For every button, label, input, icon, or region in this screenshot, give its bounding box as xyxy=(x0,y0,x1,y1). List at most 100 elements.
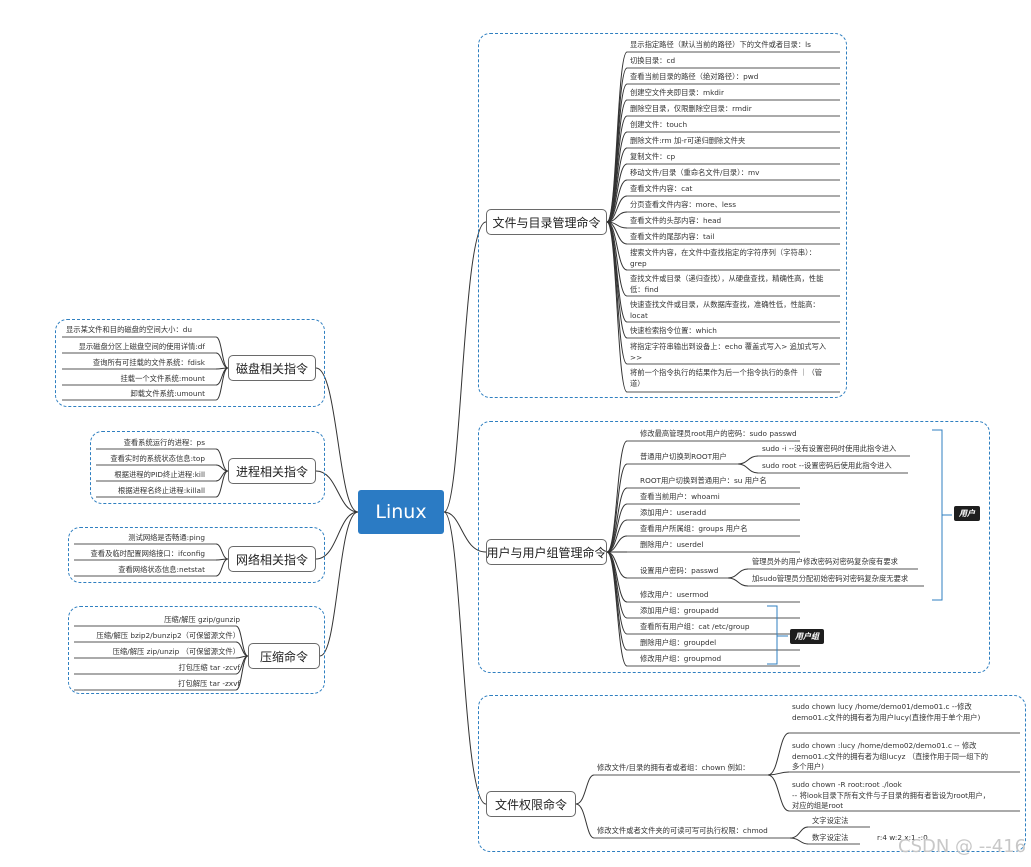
user-cmd-su: ROOT用户切换到普通用户：su 用户名 xyxy=(640,476,767,485)
frame-zip xyxy=(68,606,325,694)
file-cmd-find: 查找文件或目录（递归查找），从硬盘查找，精确性高，性能低：find xyxy=(630,274,824,294)
file-cmd-rm: 删除文件:rm 加-r可递归删除文件夹 xyxy=(630,136,746,145)
node-perm[interactable]: 文件权限命令 xyxy=(486,791,576,817)
file-cmd-grep: 搜索文件内容，在文件中查找指定的字符序列（字符串）：grep xyxy=(630,248,817,268)
edge-user-12 xyxy=(606,551,628,667)
root-node[interactable]: Linux xyxy=(358,490,444,534)
frame-perm xyxy=(478,695,1026,852)
edge-passwd-sudo xyxy=(727,577,749,587)
file-cmd-echo: 将指定字符串输出到设备上：echo 覆盖式写入> 追加式写入 >> xyxy=(630,342,827,362)
net-cmd-netstat: 查看网络状态信息:netstat xyxy=(118,565,205,574)
edge-root-user xyxy=(443,511,487,553)
file-cmd-cat: 查看文件内容：cat xyxy=(630,184,693,193)
perm-chmod-number-values: r:4 w:2 x:1 -:0 xyxy=(877,833,928,842)
file-cmd-more: 分页查看文件内容：more、less xyxy=(630,200,736,209)
file-cmd-locat: 快速查找文件或目录，从数据库查找，准确性低，性能高：locat xyxy=(630,300,820,320)
disk-cmd-du: 显示某文件和目的磁盘的空间大小：du xyxy=(66,325,193,334)
user-cmd-to-root: 普通用户切换到ROOT用户 xyxy=(640,452,727,461)
net-edge-2 xyxy=(215,558,229,577)
user-cmd-userdel: 删除用户：userdel xyxy=(640,540,704,549)
group-cmd-groupmod: 修改用户组：groupmod xyxy=(640,654,722,663)
user-cmd-sudo-passwd: 修改最高管理员root用户的密码：sudo passwd xyxy=(640,429,797,438)
edge-chmod-number xyxy=(789,837,809,845)
user-passwd-sudo: 加sudo管理员分配初始密码对密码复杂度无要求 xyxy=(752,574,909,583)
group-cmd-groupadd: 添加用户组：groupadd xyxy=(640,606,719,615)
perm-chmod-text: 文字设定法 xyxy=(812,816,849,825)
node-disk[interactable]: 磁盘相关指令 xyxy=(228,355,316,381)
file-cmd-pwd: 查看当前目录的路径（绝对路径）：pwd xyxy=(630,72,759,81)
zip-cmd-tar-zxvf: 打包解压 tar -zxvf xyxy=(178,679,240,688)
disk-cmd-mount: 挂载一个文件系统:mount xyxy=(120,374,205,383)
file-cmd-mv: 移动文件/目录（重命名文件/目录）：mv xyxy=(630,168,760,177)
edge-user-0 xyxy=(606,440,628,553)
disk-cmd-umount: 卸载文件系统:umount xyxy=(130,389,205,398)
user-switch-sudo-root: sudo root --设置密码后使用此指令进入 xyxy=(762,461,892,470)
node-file-dir[interactable]: 文件与目录管理命令 xyxy=(486,209,607,235)
watermark: CSDN @ --416 xyxy=(898,836,1027,857)
frame-user xyxy=(478,421,990,673)
tag-user: 用户 xyxy=(954,506,980,521)
perm-chown-example-group: sudo chown :lucy /home/demo02/demo01.c -… xyxy=(792,741,989,771)
frame-net xyxy=(68,527,325,583)
edge-chown-ex-1 xyxy=(767,771,790,776)
zip-cmd-tar-zcvf: 打包压缩 tar -zcvf xyxy=(178,663,240,672)
edge-root-left-0 xyxy=(315,367,359,513)
file-cmd-cp: 复制文件：cp xyxy=(630,152,676,161)
node-proc[interactable]: 进程相关指令 xyxy=(228,458,316,484)
edge-perm-chmod xyxy=(575,803,595,839)
file-cmd-pipe: 将前一个指令执行的结果作为后一个指令执行的条件 ｜（管道） xyxy=(630,368,823,388)
zip-cmd-zip: 压缩/解压 zip/unzip （可保留源文件） xyxy=(112,647,240,656)
proc-cmd-top: 查看实时的系统状态信息:top xyxy=(110,454,205,463)
tag-group: 用户组 xyxy=(790,629,824,644)
edge-file-18 xyxy=(606,221,628,393)
net-cmd-ifconfig: 查看及临时配置网络接口：ifconfig xyxy=(90,549,206,558)
net-cmd-ping: 测试网络是否畅通:ping xyxy=(128,533,205,542)
file-cmd-tail: 查看文件的尾部内容：tail xyxy=(630,232,715,241)
frame-proc xyxy=(90,431,325,504)
file-cmd-ls: 显示指定路径（默认当前的路径）下的文件或者目录：ls xyxy=(630,40,811,49)
edge-root-file-dir xyxy=(443,221,487,513)
file-cmd-head: 查看文件的头部内容：head xyxy=(630,216,722,225)
file-cmd-mkdir: 创建空文件夹即目录：mkdir xyxy=(630,88,724,97)
frame-file-dir xyxy=(478,33,847,398)
zip-cmd-bzip2: 压缩/解压 bzip2/bunzip2（可保留源文件） xyxy=(96,631,240,640)
node-zip[interactable]: 压缩命令 xyxy=(248,643,320,669)
perm-chmod-number: 数字设定法 xyxy=(812,833,849,842)
proc-edge-3 xyxy=(215,470,229,498)
edge-root-left-2 xyxy=(315,511,359,560)
file-cmd-which: 快速检索指令位置：which xyxy=(630,326,717,335)
user-cmd-whoami: 查看当前用户：whoami xyxy=(640,492,720,501)
frame-disk xyxy=(55,319,325,407)
bracket-group xyxy=(767,605,778,665)
edge-user-1 xyxy=(606,463,628,553)
perm-chown-example-recursive: sudo chown -R root:root ./look -- 将look目… xyxy=(792,780,990,810)
edge-perm-chown xyxy=(575,774,595,805)
perm-chown-example-user: sudo chown lucy /home/demo01/demo01.c --… xyxy=(792,702,981,722)
proc-cmd-killall: 根据进程名终止进程:killall xyxy=(118,486,205,495)
group-cmd-groupdel: 删除用户组：groupdel xyxy=(640,638,717,647)
zip-cmd-gzip: 压缩/解压 gzip/gunzip xyxy=(164,615,240,624)
edge-chown-ex-2 xyxy=(767,774,790,812)
user-cmd-passwd: 设置用户密码：passwd xyxy=(640,566,719,575)
node-net[interactable]: 网络相关指令 xyxy=(228,546,316,572)
user-cmd-groups: 查看用户所属组：groups 用户名 xyxy=(640,524,748,533)
file-cmd-touch: 创建文件：touch xyxy=(630,120,688,129)
user-cmd-useradd: 添加用户：useradd xyxy=(640,508,707,517)
edge-root-perm xyxy=(443,511,487,805)
edge-switch-sudo-root xyxy=(737,463,759,474)
disk-cmd-df: 显示磁盘分区上磁盘空间的使用详情:df xyxy=(78,342,205,351)
user-passwd-normal: 管理员外的用户修改密码对密码复杂度有要求 xyxy=(752,557,898,566)
proc-cmd-kill: 根据进程的PID终止进程:kill xyxy=(114,470,205,479)
user-cmd-usermod: 修改用户：usermod xyxy=(640,590,709,599)
node-user[interactable]: 用户与用户组管理命令 xyxy=(486,539,607,565)
proc-cmd-ps: 查看系统运行的进程：ps xyxy=(123,438,205,447)
edge-root-left-1 xyxy=(315,470,359,513)
disk-cmd-fdisk: 查询所有可挂载的文件系统：fdisk xyxy=(92,358,205,367)
group-cmd-cat-group: 查看所有用户组：cat /etc/group xyxy=(640,622,750,631)
zip-edge-4 xyxy=(235,655,249,691)
file-cmd-rmdir: 删除空目录，仅限删除空目录：rmdir xyxy=(630,104,752,113)
file-cmd-cd: 切换目录：cd xyxy=(630,56,676,65)
edge-file-8 xyxy=(606,179,628,223)
edge-chown-ex-0 xyxy=(767,732,790,776)
